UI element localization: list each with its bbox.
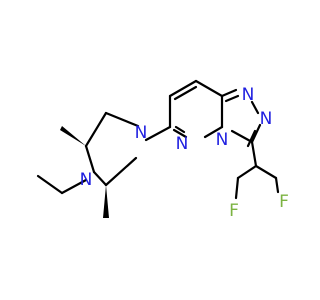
background <box>0 0 300 300</box>
bond <box>250 140 258 168</box>
bond <box>230 129 254 144</box>
bond <box>168 79 198 98</box>
bond <box>172 128 188 139</box>
bond <box>144 125 172 142</box>
bond <box>234 176 240 200</box>
ethyl-group <box>36 174 88 195</box>
atom-n-piperazine-top: N <box>135 123 148 143</box>
wedge-bond-methyl-top <box>60 126 86 146</box>
bond <box>104 156 138 187</box>
bond <box>224 94 240 103</box>
bond <box>250 123 262 144</box>
bond <box>104 111 140 128</box>
wedge-bond-methyl-bottom <box>103 185 109 218</box>
bond <box>194 79 224 98</box>
bond <box>84 144 96 174</box>
bond <box>220 88 238 98</box>
bond <box>250 100 260 115</box>
molecule-diagram: N N N N N N F F <box>0 0 300 300</box>
atom-f-right: F <box>279 192 289 212</box>
bond <box>174 125 186 134</box>
atom-n-triazole-bridge: N <box>216 130 229 150</box>
atom-n-triazole-top1: N <box>242 85 255 105</box>
bond <box>60 178 88 195</box>
pyridazine-ring <box>168 79 224 139</box>
triazole-ring <box>220 88 262 148</box>
difluoromethyl-group <box>234 140 280 200</box>
atom-n-triazole-top2: N <box>260 109 273 129</box>
bond <box>236 164 258 180</box>
bond <box>274 176 280 194</box>
bond <box>84 111 108 148</box>
bond <box>173 85 198 101</box>
bond <box>246 129 257 148</box>
bond <box>254 164 278 180</box>
atom-f-left: F <box>229 201 239 221</box>
bond <box>36 174 64 195</box>
bond <box>92 170 108 187</box>
bond <box>203 125 224 139</box>
atom-n-piperazine-bottom: N <box>80 170 93 190</box>
piperazine-ring <box>84 111 140 187</box>
atom-n-pyridazine: N <box>176 134 189 154</box>
